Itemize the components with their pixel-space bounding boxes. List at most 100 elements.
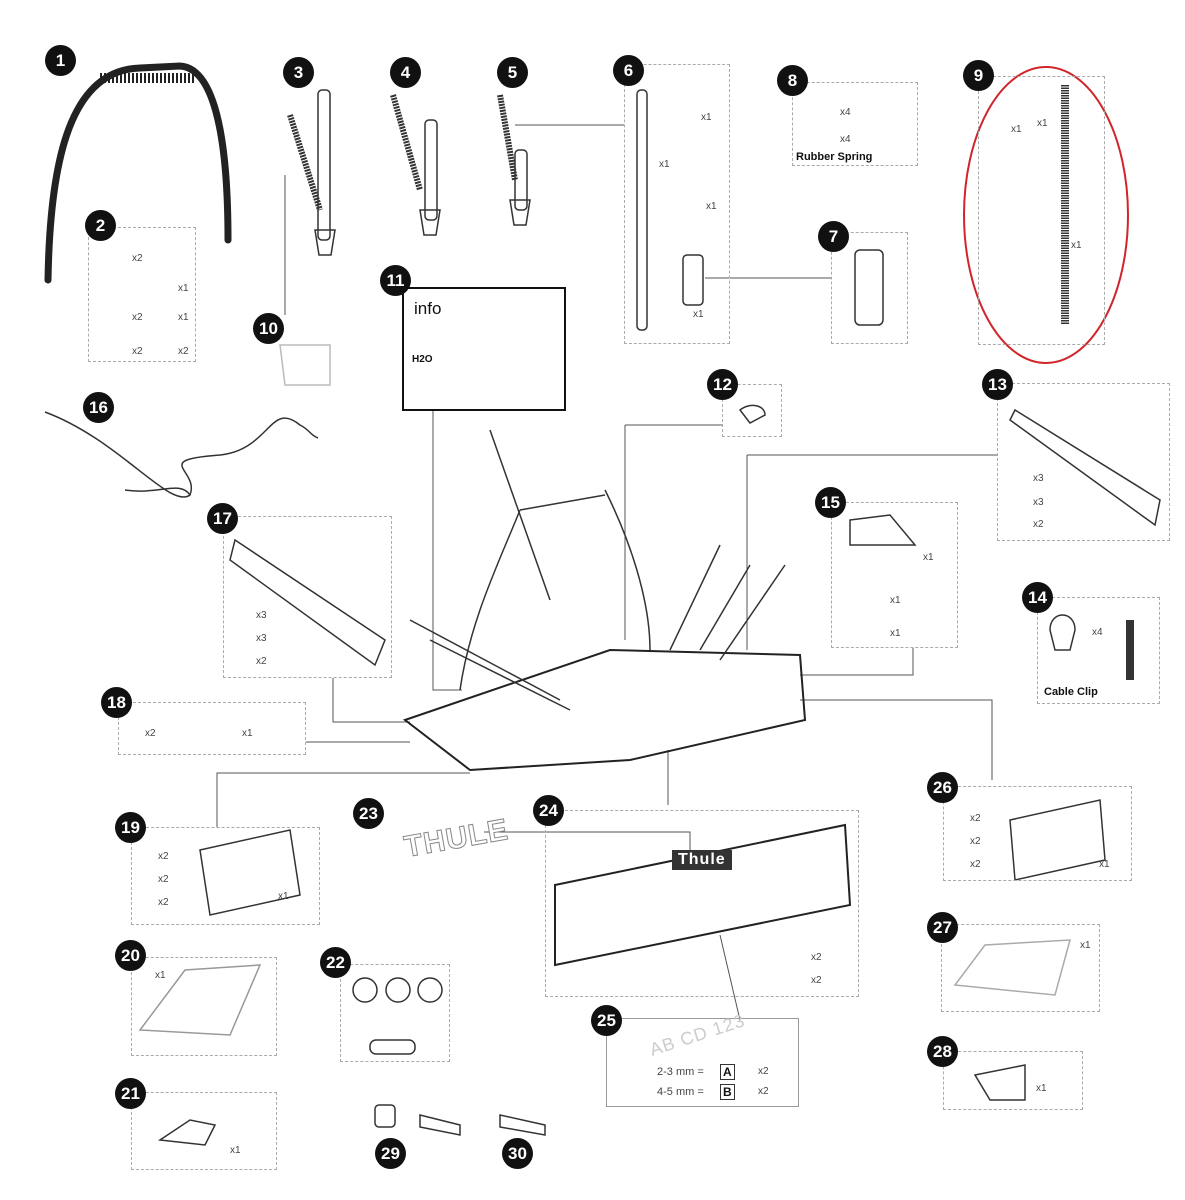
- quantity-label: x4: [840, 107, 851, 118]
- part-number-badge: 5: [497, 57, 528, 88]
- spacer-a-label: A: [720, 1064, 735, 1080]
- quantity-label: x1: [693, 309, 704, 320]
- quantity-label: x1: [278, 891, 289, 902]
- quantity-label: x2: [970, 836, 981, 847]
- part-number-badge: 28: [927, 1036, 958, 1067]
- water-label: H2O: [412, 354, 433, 365]
- part-number-badge: 7: [818, 221, 849, 252]
- quantity-label: x1: [178, 283, 189, 294]
- quantity-label: x1: [923, 552, 934, 563]
- quantity-label: x3: [256, 610, 267, 621]
- thule-logo: Thule: [672, 850, 732, 870]
- part-box-7: [831, 232, 908, 344]
- part-number-badge: 12: [707, 369, 738, 400]
- quantity-label: x1: [242, 728, 253, 739]
- quantity-label: x1: [659, 159, 670, 170]
- quantity-label: x1: [178, 312, 189, 323]
- part-number-badge: 16: [83, 392, 114, 423]
- plate-thickness-row-2: 4-5 mm =: [657, 1086, 704, 1098]
- part-box-18: [118, 702, 306, 755]
- part-number-badge: 14: [1022, 582, 1053, 613]
- quantity-label: x3: [1033, 497, 1044, 508]
- part-box-24: [545, 810, 859, 997]
- part-box-27: [941, 924, 1100, 1012]
- part-number-badge: 26: [927, 772, 958, 803]
- quantity-label: x1: [701, 112, 712, 123]
- cable-clip-caption: Cable Clip: [1044, 686, 1098, 698]
- quantity-label: x1: [706, 201, 717, 212]
- part-number-badge: 2: [85, 210, 116, 241]
- part-number-badge: 10: [253, 313, 284, 344]
- quantity-label: x1: [1080, 940, 1091, 951]
- quantity-label: x1: [155, 970, 166, 981]
- part-number-badge: 24: [533, 795, 564, 826]
- quantity-label: x4: [840, 134, 851, 145]
- quantity-label: x2: [132, 346, 143, 357]
- quantity-label: x1: [890, 595, 901, 606]
- quantity-label: x2: [158, 851, 169, 862]
- part-number-badge: 15: [815, 487, 846, 518]
- quantity-label: x2: [158, 897, 169, 908]
- part-box-2: [88, 227, 196, 362]
- part-box-20: [131, 957, 277, 1056]
- part-number-badge: 23: [353, 798, 384, 829]
- part-number-badge: 30: [502, 1138, 533, 1169]
- part-number-badge: 27: [927, 912, 958, 943]
- part-number-badge: 18: [101, 687, 132, 718]
- quantity-label: x2: [970, 859, 981, 870]
- spacer-b-label: B: [720, 1084, 735, 1100]
- part-box-28: [943, 1051, 1083, 1110]
- quantity-label: x3: [256, 633, 267, 644]
- highlight-ellipse: [963, 66, 1129, 364]
- part-box-6: [624, 64, 730, 344]
- part-box-22: [340, 964, 450, 1062]
- part-number-badge: 29: [375, 1138, 406, 1169]
- part-number-badge: 6: [613, 55, 644, 86]
- part-number-badge: 9: [963, 60, 994, 91]
- part-number-badge: 13: [982, 369, 1013, 400]
- part-box-8: [792, 82, 918, 166]
- quantity-label: x2: [811, 952, 822, 963]
- plate-thickness-row-1: 2-3 mm =: [657, 1066, 704, 1078]
- quantity-label: x2: [970, 813, 981, 824]
- part-number-badge: 20: [115, 940, 146, 971]
- quantity-label: x1: [1036, 1083, 1047, 1094]
- part-number-badge: 4: [390, 57, 421, 88]
- part-number-badge: 21: [115, 1078, 146, 1109]
- quantity-label: x1: [1071, 240, 1082, 251]
- quantity-label: x2: [1033, 519, 1044, 530]
- part-number-badge: 1: [45, 45, 76, 76]
- quantity-label: x3: [1033, 473, 1044, 484]
- part-number-badge: 22: [320, 947, 351, 978]
- part-box-13: [997, 383, 1170, 541]
- part-box-26: [943, 786, 1132, 881]
- quantity-label: x2: [178, 346, 189, 357]
- part-number-badge: 17: [207, 503, 238, 534]
- quantity-label: x2: [132, 253, 143, 264]
- quantity-label: x2: [158, 874, 169, 885]
- rubber-spring-caption: Rubber Spring: [796, 151, 873, 163]
- part-number-badge: 19: [115, 812, 146, 843]
- part-box-21: [131, 1092, 277, 1170]
- info-title: info: [414, 299, 442, 318]
- quantity-label: x4: [1092, 627, 1103, 638]
- arch-frame-icon: [44, 62, 232, 284]
- quantity-label: x1: [1099, 859, 1110, 870]
- part-number-badge: 11: [380, 265, 411, 296]
- quantity-label: x1: [890, 628, 901, 639]
- quantity-label: x1: [1037, 118, 1048, 129]
- part-box-9: [978, 76, 1105, 345]
- part-box-15: [831, 502, 958, 648]
- part-box-19: [131, 827, 320, 925]
- quantity-label: x1: [230, 1145, 241, 1156]
- quantity-label: x2: [145, 728, 156, 739]
- quantity-label: x2: [758, 1086, 769, 1097]
- part-box-25: [606, 1018, 799, 1107]
- quantity-label: x2: [132, 312, 143, 323]
- quantity-label: x2: [758, 1066, 769, 1077]
- quantity-label: x2: [811, 975, 822, 986]
- part-box-14: [1037, 597, 1160, 704]
- part-box-17: [223, 516, 392, 678]
- part-box-12: [722, 384, 782, 437]
